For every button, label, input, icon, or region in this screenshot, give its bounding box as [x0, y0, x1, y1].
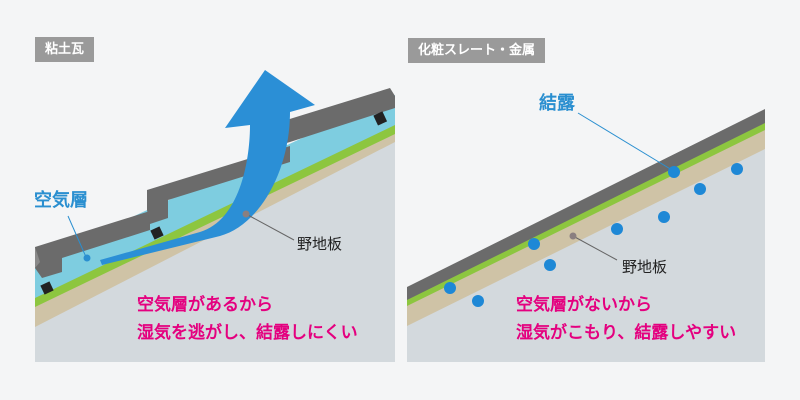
waterproof-membrane: [35, 124, 395, 307]
condensation-drop: [444, 282, 456, 294]
right-caption-line1: 空気層がないから: [516, 295, 652, 315]
clay-tile-roof-illustration: [35, 70, 395, 362]
condensation-drop: [611, 223, 623, 235]
air-layer-marker: [83, 254, 91, 262]
tile-spacer: [373, 111, 388, 126]
condensation-drop: [544, 259, 556, 271]
air-layer-label: 空気層: [34, 190, 88, 211]
left-caption-line1: 空気層があるから: [137, 295, 273, 315]
interior-area: [407, 148, 765, 362]
slate-metal-roof-illustration: [407, 109, 765, 362]
board-leader-line: [572, 235, 618, 261]
condensation-drop: [472, 295, 484, 307]
condensation-drop: [528, 238, 540, 250]
roof-tile-side: [35, 247, 40, 268]
tile-spacer: [40, 281, 54, 295]
roof-tile: [280, 88, 395, 145]
board-marker: [569, 232, 577, 240]
condensation-label: 結露: [539, 93, 575, 114]
left-board-label: 野地板: [297, 235, 343, 253]
tile-spacer: [150, 226, 164, 240]
metal-roofing: [407, 109, 765, 300]
board-marker: [242, 210, 250, 218]
airflow-arrow: [100, 70, 315, 265]
slate-metal-tag: 化粧スレート・金属: [408, 38, 546, 63]
left-caption-line2: 湿気を逃がし、結露しにくい: [137, 323, 358, 343]
interior-area: [35, 140, 395, 362]
condensation-drop: [658, 211, 670, 223]
condensation-leader-line: [577, 112, 673, 171]
right-caption-line2: 湿気がこもり、結露しやすい: [516, 323, 737, 343]
sheathing-board: [407, 129, 765, 326]
condensation-drop: [668, 166, 680, 178]
board-leader-line: [245, 213, 295, 241]
air-layer-leader-line: [67, 215, 87, 258]
right-board-label: 野地板: [622, 258, 668, 276]
clay-tile-tag: 粘土瓦: [35, 37, 95, 62]
roof-tile: [35, 211, 150, 278]
air-layer: [35, 95, 395, 298]
condensation-drop: [694, 183, 706, 195]
condensation-drop: [731, 163, 743, 175]
